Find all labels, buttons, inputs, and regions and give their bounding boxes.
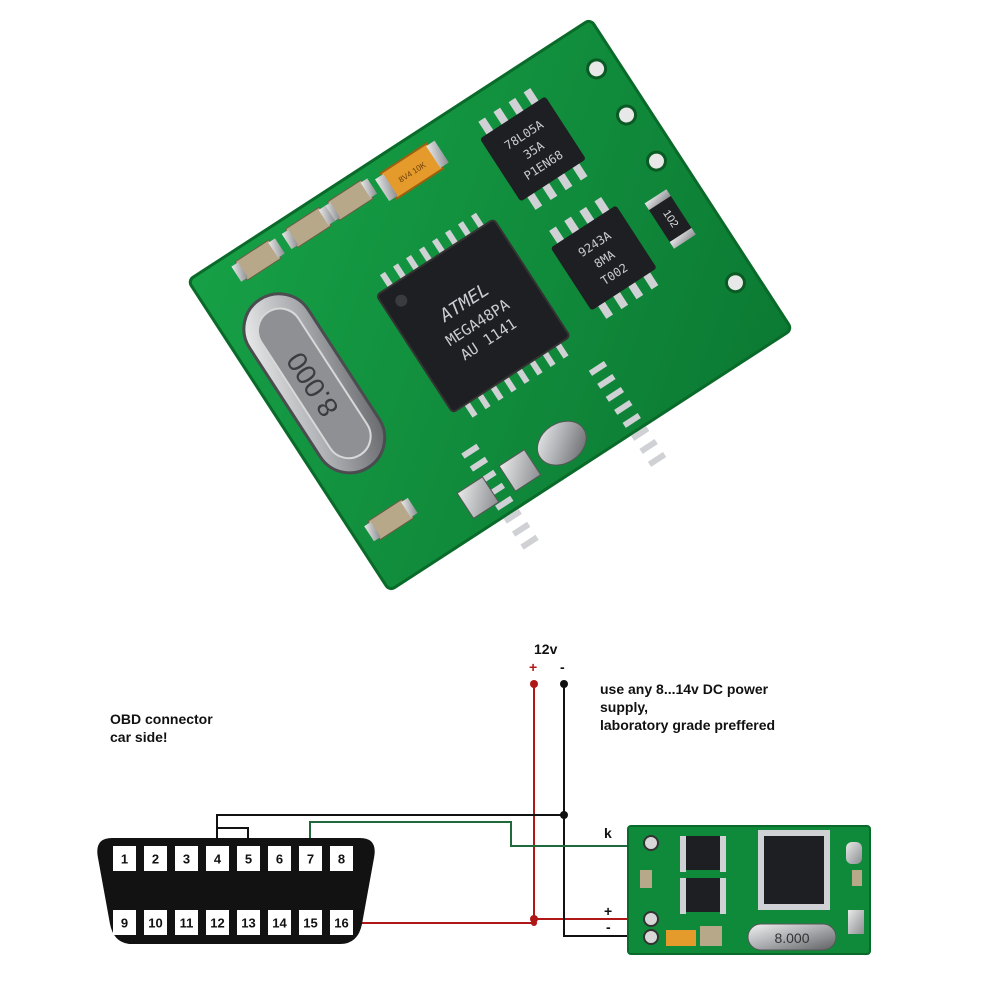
mounting-holes [586, 58, 746, 294]
module-k-label: k [604, 825, 612, 841]
wiring-schematic: 12v + - use any 8...14v DC power supply,… [97, 641, 871, 955]
obd-pin-label-9: 9 [121, 916, 128, 931]
obd-pin-label-11: 11 [180, 916, 194, 931]
module-plus-label: + [604, 903, 612, 919]
obd-pin-16 [330, 910, 353, 935]
obd-pin-15 [299, 910, 322, 935]
supply-note-line-1: use any 8...14v DC power [600, 681, 769, 697]
module-minus-label: - [606, 919, 611, 935]
supply-minus-label: - [560, 659, 565, 675]
obd-pin-14 [268, 910, 291, 935]
obd-pin-13 [237, 910, 260, 935]
connector-note-line-1: OBD connector [110, 711, 213, 727]
obd-pin-label-14: 14 [272, 916, 287, 931]
obd-pin-7 [299, 846, 322, 871]
obd-pin-label-7: 7 [307, 852, 314, 867]
edge-pads [456, 420, 587, 520]
obd-pin-11 [175, 910, 198, 935]
supply-note-line-3: laboratory grade preffered [600, 717, 775, 733]
obd-pin-4 [206, 846, 229, 871]
obd-pin-10 [144, 910, 167, 935]
smd-resistor: 102 [644, 189, 696, 249]
obd-pin-label-10: 10 [148, 916, 162, 931]
obd-pin-row-bottom: 9 10 11 12 13 14 15 16 [113, 910, 353, 935]
obd-pin-2 [144, 846, 167, 871]
obd-pin-label-15: 15 [303, 916, 317, 931]
obd-pin-label-16: 16 [334, 916, 348, 931]
obd-pin-12 [206, 910, 229, 935]
wire-k-line [309, 821, 645, 855]
module-thumbnail: 8.000 [627, 825, 871, 955]
obd-pin-6 [268, 846, 291, 871]
mcu-chip: ATMEL MEGA48PA AU 1141 [376, 212, 667, 550]
crystal-oscillator: 8.000 [242, 292, 387, 475]
obd-pin-label-3: 3 [183, 852, 190, 867]
obd-pin-label-13: 13 [241, 916, 255, 931]
obd-pin-label-8: 8 [338, 852, 345, 867]
obd-pin-3 [175, 846, 198, 871]
junction-dots [530, 680, 568, 926]
supply-voltage-label: 12v [534, 641, 558, 657]
obd-pin-label-1: 1 [121, 852, 128, 867]
obd-pin-label-2: 2 [152, 852, 159, 867]
obd-pin-label-12: 12 [210, 916, 224, 931]
obd-pin-label-6: 6 [276, 852, 283, 867]
connector-note-line-2: car side! [110, 729, 168, 745]
obd-pin-8 [330, 846, 353, 871]
obd-pin-label-5: 5 [245, 852, 252, 867]
tantalum-capacitor: 8V4 10K [375, 140, 449, 202]
obd-pin-1 [113, 846, 136, 871]
obd-pin-label-4: 4 [214, 852, 222, 867]
module-crystal-label: 8.000 [774, 930, 809, 946]
regulator-chip: 78L05A 35A P1EN68 [478, 88, 588, 210]
eeprom-chip: 9243A 8MA T002 [549, 197, 659, 319]
obd-pin-9 [113, 910, 136, 935]
pcb-board-photo: 8.000 ATMEL MEGA48PA AU 1141 78L05A 35A … [188, 19, 792, 591]
supply-plus-label: + [529, 659, 537, 675]
wire-minus-supply [563, 684, 645, 937]
smd-capacitors [231, 178, 418, 542]
supply-note-line-2: supply, [600, 699, 648, 715]
obd-pin-5 [237, 846, 260, 871]
obd-pin-row-top: 1 2 3 4 5 6 7 8 [113, 846, 353, 871]
